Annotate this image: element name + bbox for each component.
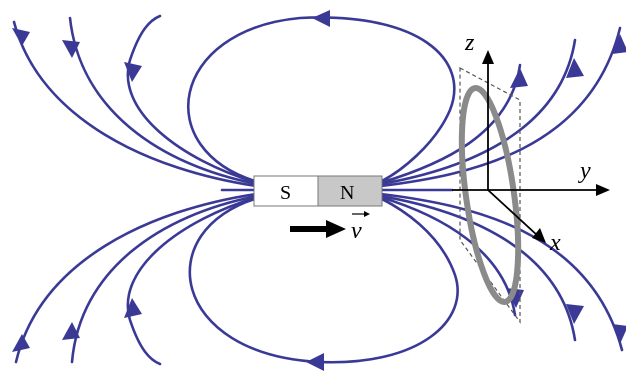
arrowhead-left-lower-2 [62, 322, 80, 340]
field-arrowheads [12, 10, 626, 371]
field-line-top-loop [187, 16, 456, 184]
bar-magnet: S N [253, 175, 383, 207]
arrowhead-top-loop [312, 10, 330, 27]
field-line-left-lower-1 [14, 192, 258, 364]
arrowhead-right-lower-1 [612, 324, 626, 344]
arrowhead-right-upper-2 [566, 58, 584, 78]
velocity-arrowhead [326, 220, 346, 238]
arrowhead-left-upper-2 [62, 40, 80, 58]
conducting-loop [458, 84, 522, 306]
velocity-indicator: v [290, 211, 370, 244]
coil-plane [459, 67, 521, 324]
north-pole-label: N [340, 182, 354, 204]
field-line-right-upper-1 [379, 26, 622, 188]
coordinate-axes: z y x [452, 30, 610, 256]
arrowhead-bottom-loop [306, 353, 324, 371]
x-axis-label: x [549, 230, 561, 256]
arrowhead-right-upper-1 [612, 34, 626, 54]
arrowhead-left-lower-1 [12, 334, 30, 352]
y-axis-label: y [578, 158, 591, 184]
field-line-bottom-loop [188, 196, 459, 364]
x-axis-arrowhead [532, 228, 546, 243]
field-line-right-lower-2 [379, 194, 577, 342]
z-axis-arrowhead [482, 50, 494, 64]
field-lines [12, 14, 624, 366]
x-axis-line [487, 189, 539, 237]
arrowhead-left-lower-3 [124, 298, 142, 318]
velocity-vector-mark-head [364, 211, 370, 217]
y-axis-arrowhead [596, 184, 610, 196]
arrowhead-right-upper-3 [510, 68, 528, 88]
velocity-label: v [351, 218, 362, 244]
arrowhead-left-upper-3 [124, 62, 142, 82]
magnet-north-pole [317, 175, 383, 207]
field-line-left-upper-3 [126, 14, 260, 185]
field-line-left-upper-1 [12, 20, 258, 188]
arrowhead-left-upper-1 [12, 28, 30, 46]
field-line-right-lower-1 [379, 192, 624, 352]
field-line-left-lower-2 [70, 194, 259, 364]
field-line-left-lower-3 [126, 195, 260, 366]
z-axis-label: z [464, 30, 475, 56]
field-line-right-upper-3 [378, 63, 522, 185]
arrowhead-right-lower-2 [566, 304, 584, 324]
magnet-south-pole [253, 175, 319, 207]
south-pole-label: S [280, 182, 291, 204]
field-line-left-upper-2 [68, 16, 259, 186]
